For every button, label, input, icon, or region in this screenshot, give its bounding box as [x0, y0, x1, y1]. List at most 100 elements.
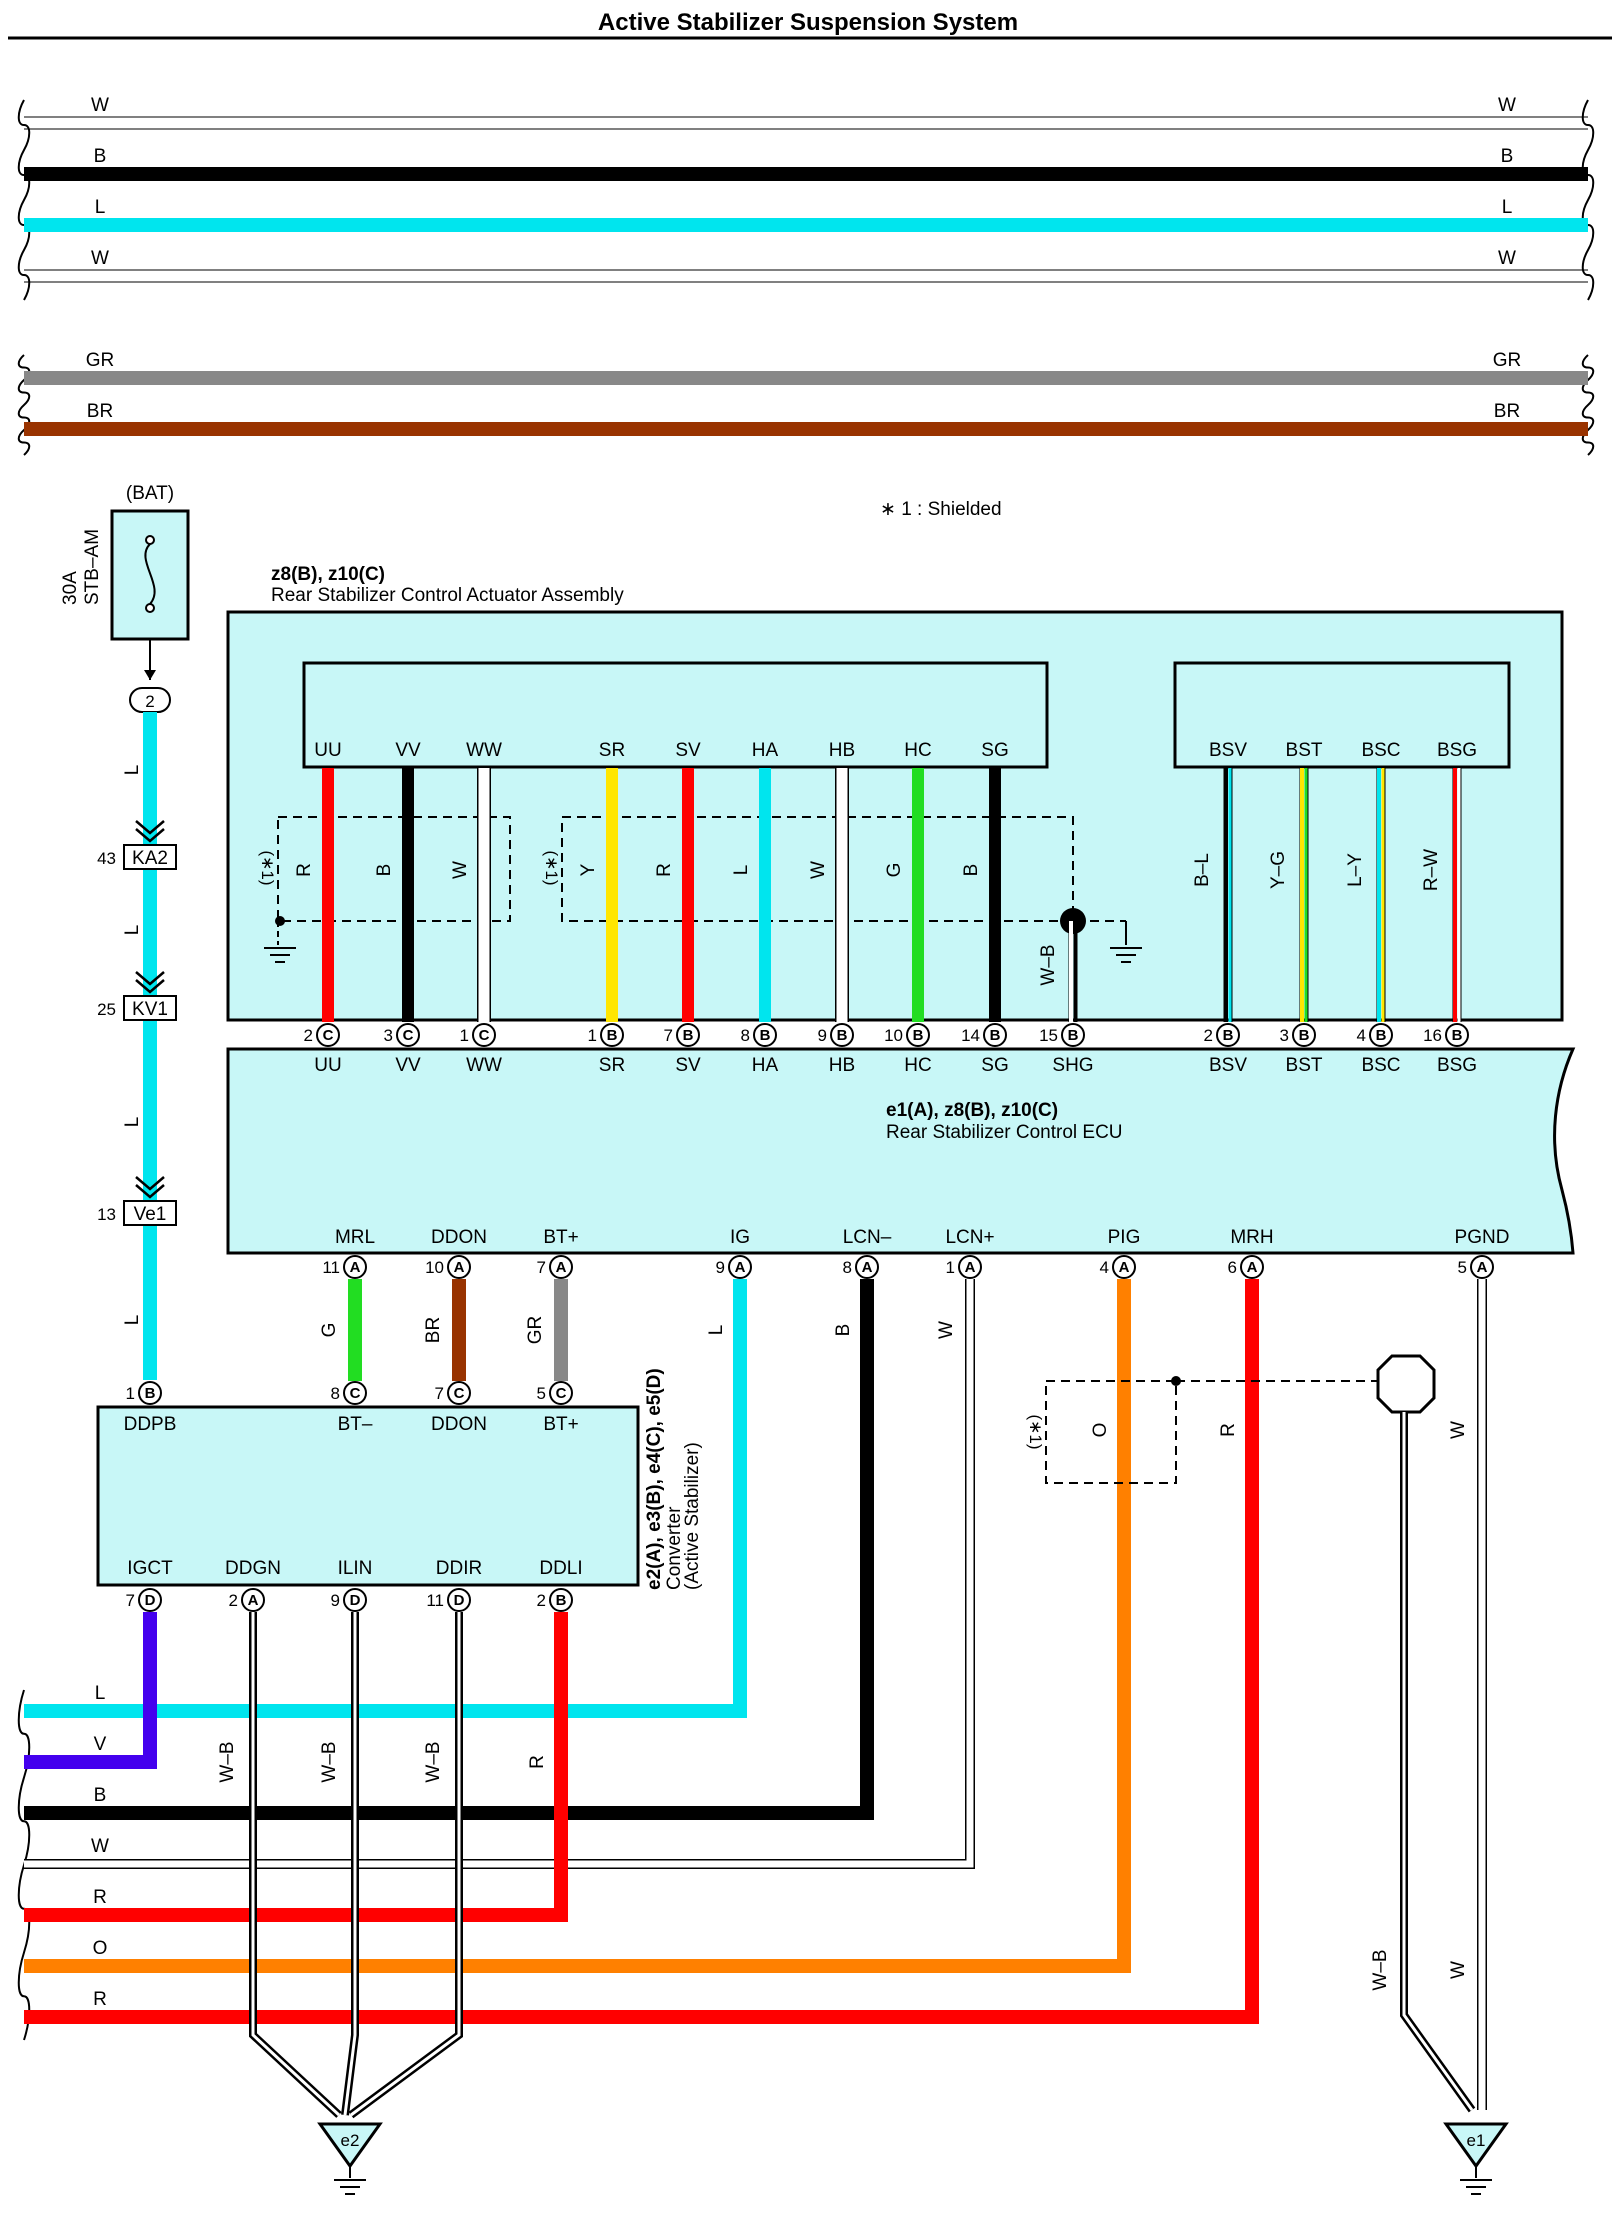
ecu-bottom-pin-2-circle: [549, 1255, 573, 1279]
ecu-top-pin-ha-pin-number: 8: [741, 1026, 750, 1045]
ecu-top-pin-bsc-circle: [1369, 1023, 1393, 1047]
fuse-rating: 30A: [60, 571, 81, 605]
top-bus-label-left-5: BR: [87, 401, 113, 422]
converter-bottom-pin-4-circle: [549, 1588, 573, 1612]
ecu-top-pin-ww-circle: [472, 1023, 496, 1047]
actuator-motor-block: [302, 661, 1049, 769]
converter-top-pin-1-connector-letter: C: [350, 1385, 361, 1402]
ecu-bottom-pin-1-connector-letter: A: [454, 1259, 465, 1276]
bottom-bus-label-3: W: [91, 1836, 109, 1857]
top-bus-label-left-2: L: [95, 197, 106, 218]
ecu-top-pin-uu-connector-letter: C: [323, 1027, 334, 1044]
fuse-terminal-bottom: [145, 603, 155, 613]
actuator-terminal-sg: SG: [981, 740, 1008, 761]
converter-top-pin-2-pin-number: 7: [435, 1384, 444, 1403]
ecu-bottom-pin-5-pin-number: 1: [946, 1258, 955, 1277]
feed-wire-label-0: L: [122, 765, 143, 776]
ecu-bottom-pin-7-connector-letter: A: [1247, 1259, 1258, 1276]
ecu-top-pin-uu-pin-number: 2: [304, 1026, 313, 1045]
shield-mark-right: (∗1): [542, 850, 561, 885]
ecu-bottom-pin-6-circle: [1112, 1255, 1136, 1279]
ecu-top-label-hc: HC: [904, 1055, 931, 1076]
fuse-icon: [144, 543, 156, 605]
converter-top-label-2: DDON: [431, 1414, 487, 1435]
converter-bottom-pin-2-pin-number: 9: [331, 1591, 340, 1610]
bottom-bus-label-5: O: [93, 1938, 108, 1959]
connector-box-0: [123, 844, 177, 870]
ecu-bottom-pin-7-circle: [1240, 1255, 1264, 1279]
ecu-bottom-label-8: PGND: [1455, 1227, 1510, 1248]
converter-top-pin-2-circle: [447, 1381, 471, 1405]
converter-bottom-pin-3-circle: [447, 1588, 471, 1612]
converter-bottom-label-0: IGCT: [127, 1558, 173, 1579]
top-bus-left-break: [17, 99, 31, 301]
ground-e2-triangle: [317, 2122, 383, 2169]
rear-stabilizer-actuator-assembly: z8(B), z10(C)Rear Stabilizer Control Act…: [226, 564, 1564, 1022]
converter-link-label-0: G: [319, 1323, 340, 1338]
ecu-bottom-pin-2-connector-letter: A: [556, 1259, 567, 1276]
page-title: Active Stabilizer Suspension System: [598, 9, 1018, 36]
ecu-bottom-pin-0-pin-number: 11: [322, 1258, 340, 1277]
ecu-top-pin-sr-connector-letter: B: [607, 1027, 618, 1044]
wire-lcn-minus: [24, 1279, 874, 1820]
feed-wire-label-3: L: [122, 1315, 143, 1326]
ecu-bottom-pin-8-circle: [1470, 1255, 1494, 1279]
ecu-bottom-label-0: MRL: [335, 1227, 375, 1248]
ecu-top-pin-bsg-connector-letter: B: [1452, 1027, 1463, 1044]
actuator-terminal-ha: HA: [752, 740, 779, 761]
converter-bottom-pin-1-circle: [241, 1588, 265, 1612]
actuator-wire-label-12: R–W: [1421, 849, 1442, 891]
ecu-bottom-pin-0-connector-letter: A: [350, 1259, 361, 1276]
ecu-top-pin-hc-connector-letter: B: [913, 1027, 924, 1044]
ecu-bottom-pin-0-circle: [343, 1255, 367, 1279]
ecu-top-label-bsc: BSC: [1361, 1055, 1400, 1076]
actuator-terminal-uu: UU: [314, 740, 341, 761]
rear-stabilizer-control-ecu: e1(A), z8(B), z10(C)Rear Stabilizer Cont…: [226, 1023, 1576, 1279]
converter-top-label-3: BT+: [543, 1414, 578, 1435]
converter-bottom-pin-0-pin-number: 7: [126, 1591, 135, 1610]
connector-name-1: KV1: [132, 999, 168, 1020]
wire-shield-e1-label: W–B: [1370, 1949, 1391, 1990]
ecu-top-label-sr: SR: [599, 1055, 625, 1076]
converter-bottom-pin-3-pin-number: 11: [426, 1591, 444, 1610]
ecu-bottom-label-4: LCN–: [843, 1227, 892, 1248]
wire-igct: [24, 1612, 157, 1769]
converter-bottom-pin-2-circle: [343, 1588, 367, 1612]
ecu-top-pin-bsc-pin-number: 4: [1357, 1026, 1366, 1045]
bottom-bus-label-4: R: [93, 1887, 107, 1908]
ecu-code: e1(A), z8(B), z10(C): [886, 1100, 1058, 1121]
shield-wire-label: W–B: [1038, 944, 1059, 985]
bottom-bus-label-1: V: [94, 1734, 107, 1755]
wire-pig: [24, 1279, 1131, 1973]
converter-top-pin-1-circle: [343, 1381, 367, 1405]
ecu-top-pin-sv-circle: [676, 1023, 700, 1047]
actuator-wire-label-10: Y–G: [1268, 851, 1289, 889]
actuator-wire-label-11: L–Y: [1345, 853, 1366, 887]
top-bus-right-break: [1581, 99, 1595, 301]
ecu-top-pin-bsv-pin-number: 2: [1204, 1026, 1213, 1045]
top-bus-label-right-0: W: [1498, 95, 1516, 116]
feed-wire-label-2: L: [122, 1117, 143, 1128]
wire-e2-label-2: W–B: [423, 1741, 444, 1782]
converter-bottom-pin-4-pin-number: 2: [537, 1591, 546, 1610]
ecu-top-label-sg: SG: [981, 1055, 1008, 1076]
shield-mark-left: (∗1): [258, 850, 277, 885]
converter-top-label-0: DDPB: [124, 1414, 177, 1435]
ground-e1-triangle: [1443, 2122, 1509, 2169]
fuse-name: STB–AM: [82, 529, 103, 605]
connector-pin-2: 13: [97, 1205, 116, 1224]
converter-bottom-label-3: DDIR: [436, 1558, 482, 1579]
ecu-bottom-pin-3-connector-letter: A: [735, 1259, 746, 1276]
top-bus-label-right-2: L: [1502, 197, 1513, 218]
wire-e2-label-0: W–B: [217, 1741, 238, 1782]
ecu-bottom-pin-3-circle: [728, 1255, 752, 1279]
connector-name-2: Ve1: [134, 1204, 167, 1225]
converter-bottom-pin-0-connector-letter: D: [145, 1592, 156, 1609]
ecu-top-pin-bsg-circle: [1445, 1023, 1469, 1047]
pig-shield-mark: (∗1): [1026, 1414, 1045, 1449]
shield-node-left: [275, 916, 285, 926]
shield-terminal-icon: [1376, 1354, 1436, 1414]
converter-top-pin-3-connector-letter: C: [556, 1385, 567, 1402]
converter-top-pin-0-connector-letter: B: [145, 1385, 156, 1402]
